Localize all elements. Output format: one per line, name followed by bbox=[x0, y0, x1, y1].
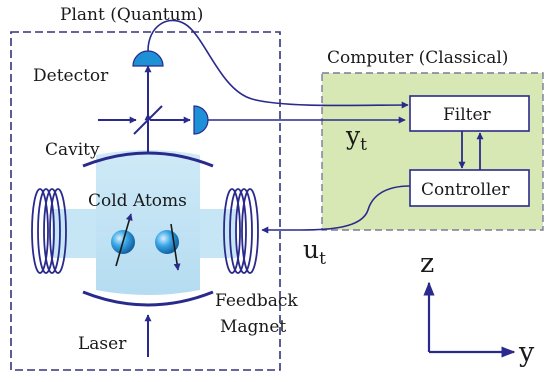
filter-box bbox=[409, 95, 530, 132]
cold-atoms-label: Cold Atoms bbox=[88, 191, 187, 211]
detector-label: Detector bbox=[33, 66, 109, 86]
plant-label: Plant (Quantum) bbox=[60, 5, 203, 25]
magnet-label: Magnet bbox=[220, 317, 286, 337]
y-axis-label: y bbox=[518, 337, 535, 368]
feedback-label: Feedback bbox=[215, 291, 298, 311]
control-signal-line bbox=[261, 185, 411, 234]
right-magnet-coil bbox=[223, 188, 259, 274]
left-magnet-coil bbox=[31, 188, 67, 274]
z-axis-label: z bbox=[420, 248, 434, 279]
cavity-beam bbox=[96, 150, 200, 295]
right-detector bbox=[193, 105, 209, 135]
measurement-signal-label: yt bbox=[345, 121, 367, 155]
controller-box bbox=[409, 169, 530, 207]
computer-label: Computer (Classical) bbox=[327, 48, 508, 68]
laser-label: Laser bbox=[78, 334, 127, 354]
top-detector bbox=[132, 50, 164, 67]
control-signal-label: ut bbox=[303, 235, 326, 269]
atom-1 bbox=[111, 213, 135, 267]
cavity-label: Cavity bbox=[45, 140, 100, 160]
filter-label: Filter bbox=[443, 105, 492, 125]
detector-signal-line bbox=[147, 19, 409, 109]
cavity-bottom-mirror bbox=[82, 290, 214, 307]
controller-label: Controller bbox=[421, 180, 510, 200]
plant-box bbox=[10, 31, 281, 371]
atom-2 bbox=[155, 223, 181, 271]
